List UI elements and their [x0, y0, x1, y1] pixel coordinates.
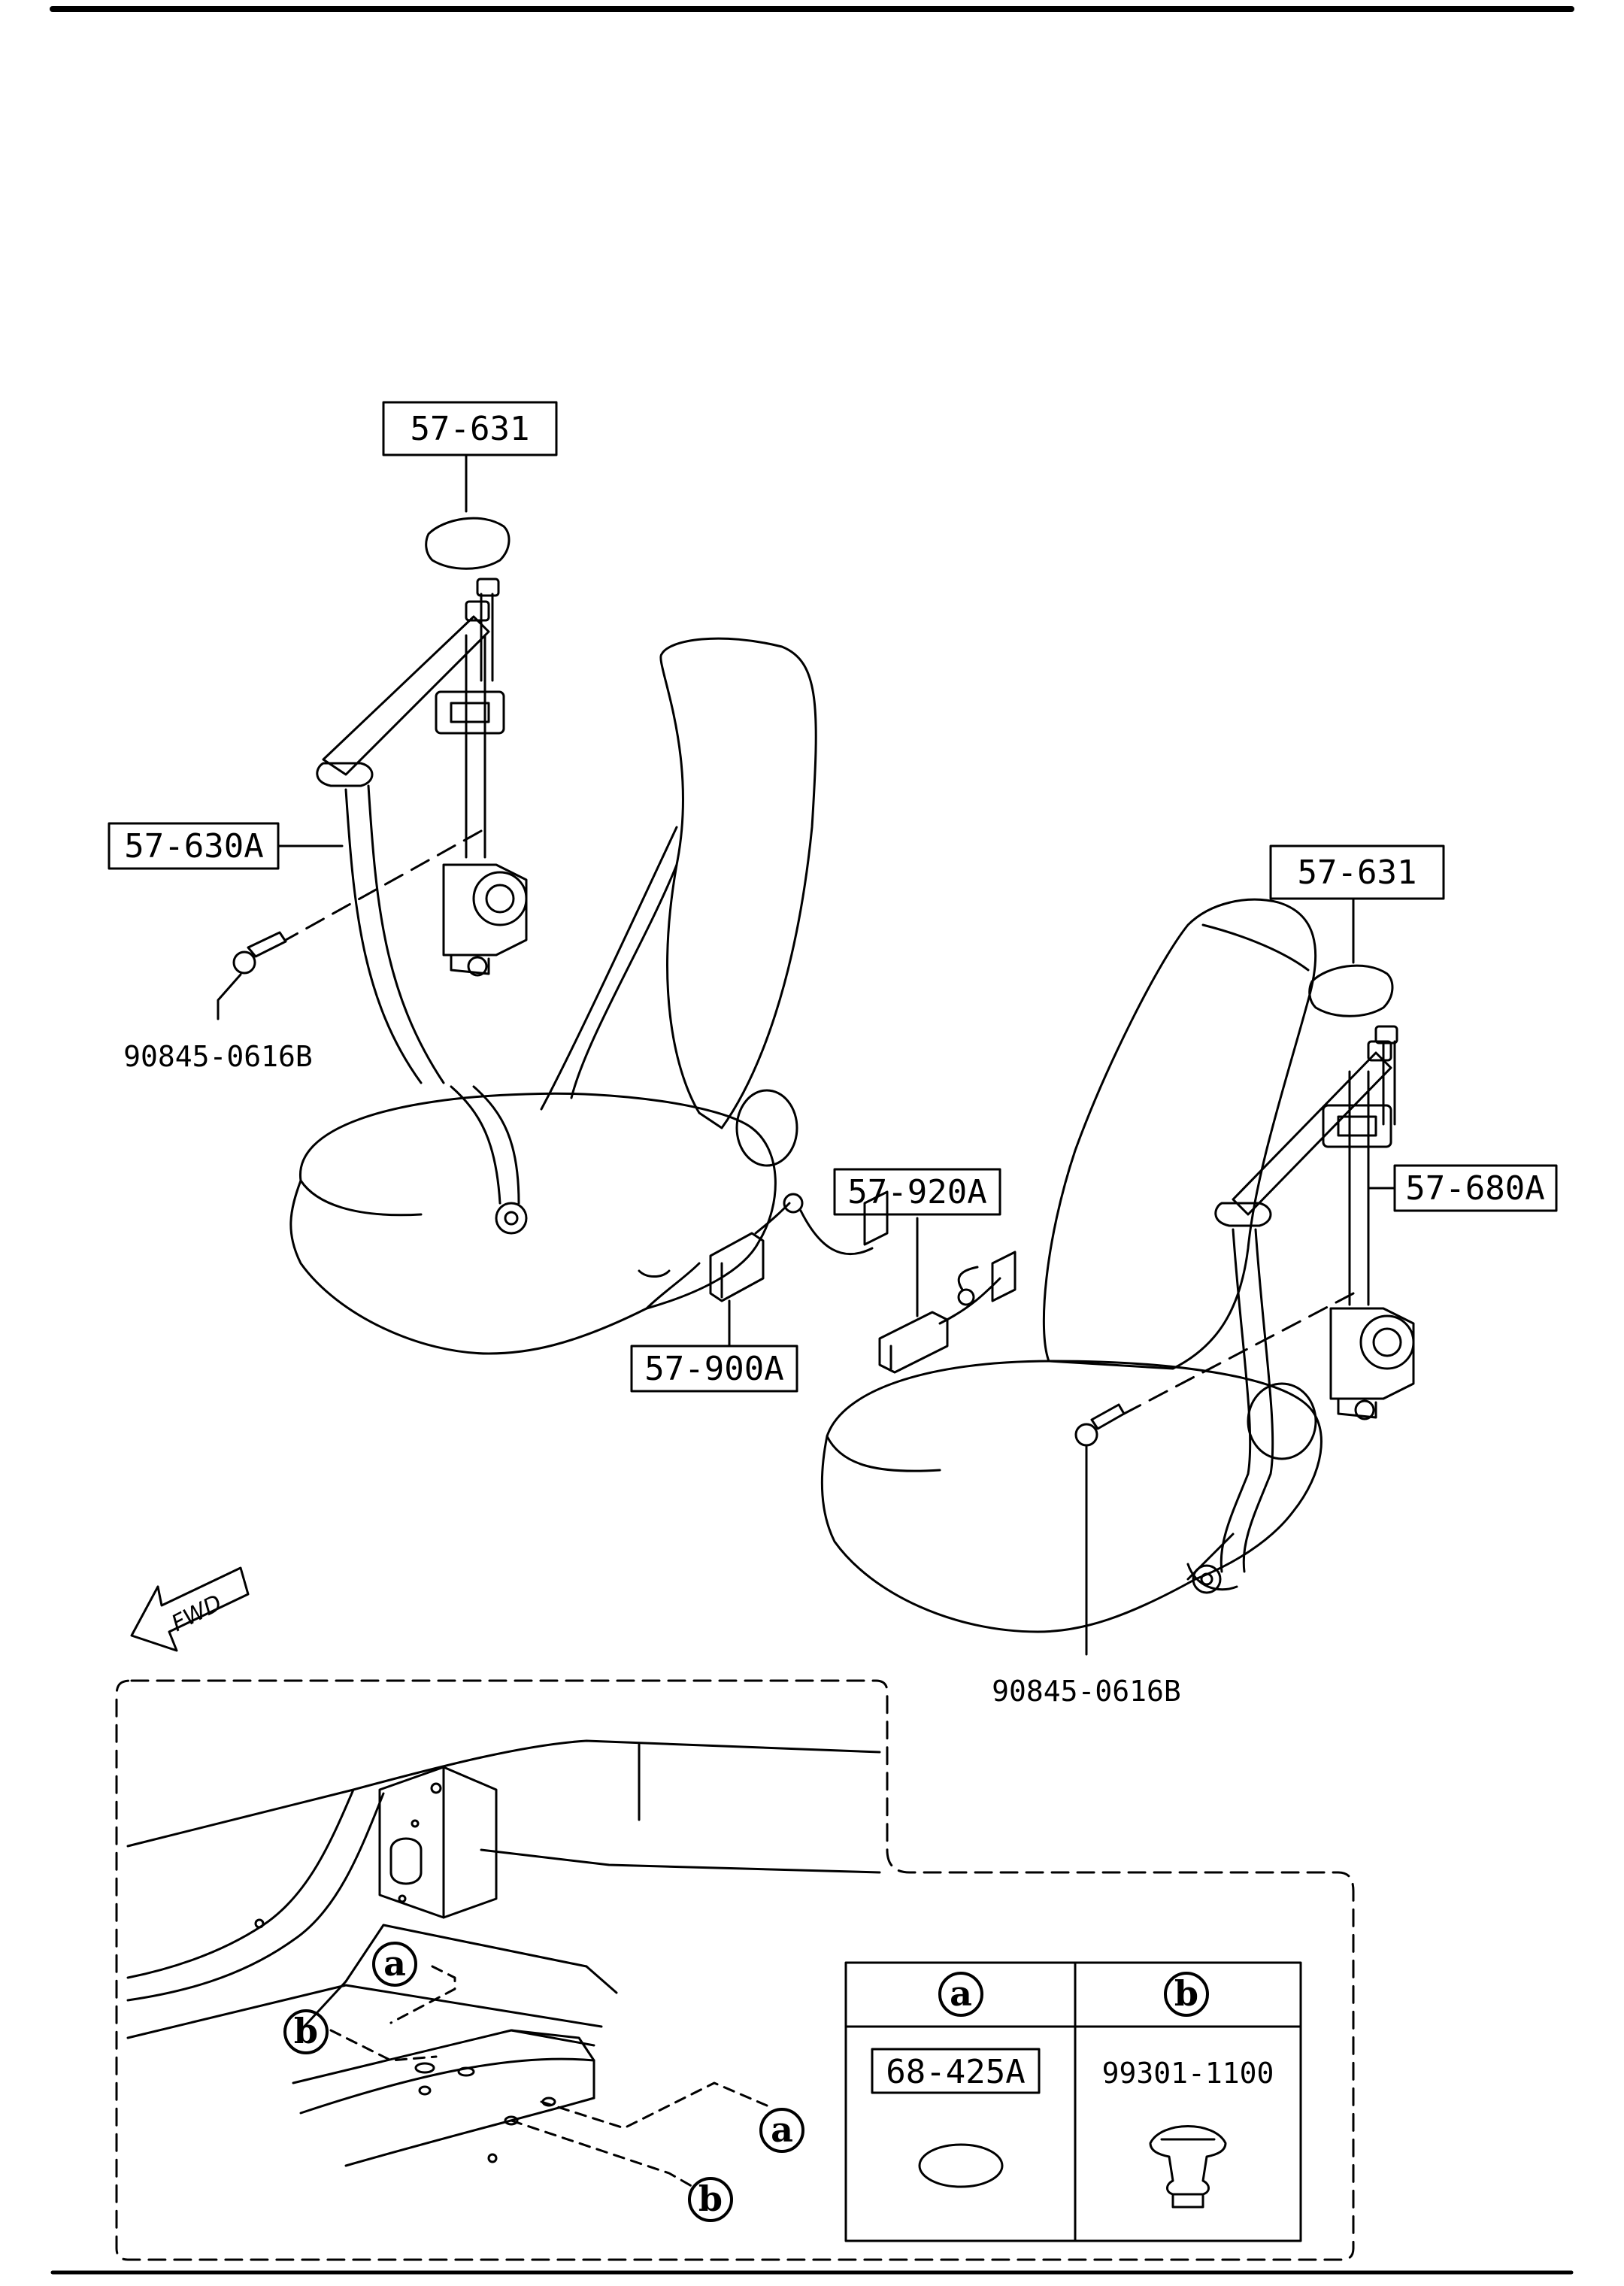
marker-a-1-text: a	[383, 1943, 406, 1984]
table-part-b: 99301-1100	[1102, 2057, 1274, 2090]
table-part-a: 68-425A	[886, 2053, 1025, 2091]
label-left-buckle: 57-900A	[644, 1350, 783, 1388]
right-buckle	[878, 1217, 1017, 1374]
floor-detail	[126, 1739, 881, 2190]
marker-b-1-text: b	[294, 2011, 318, 2051]
label-left-bolt: 90845-0616B	[123, 1040, 313, 1073]
marker-b-1	[283, 2009, 329, 2054]
left-seat-belt	[217, 578, 528, 1235]
label-left-cover: 57-631	[411, 410, 530, 448]
callout-box-right-buckle	[833, 1168, 1001, 1216]
left-seat	[289, 637, 817, 1355]
fwd-text: FWD	[168, 1590, 226, 1637]
marker-b-2-text: b	[698, 2178, 723, 2219]
left-cover	[425, 453, 511, 570]
label-left-belt: 57-630A	[124, 827, 263, 866]
label-right-belt: 57-680A	[1405, 1169, 1544, 1208]
right-seat-belt	[1074, 1025, 1415, 1656]
marker-a-1	[372, 1942, 417, 1987]
right-seat	[820, 898, 1323, 1633]
left-buckle	[709, 1190, 889, 1348]
table-header-b: b	[1174, 1973, 1198, 2014]
fwd-arrow	[130, 1566, 250, 1652]
fastener-table	[844, 1961, 1302, 2242]
marker-a-2	[759, 2108, 804, 2153]
marker-a-2-text: a	[771, 2109, 793, 2150]
callout-box-right-cover	[1269, 844, 1445, 900]
right-cover	[1308, 897, 1394, 1017]
label-right-bolt: 90845-0616B	[992, 1675, 1181, 1708]
table-header-a: a	[950, 1973, 972, 2014]
marker-b-2	[688, 2177, 733, 2222]
callout-box-left-buckle	[630, 1345, 798, 1393]
callout-box-left-cover	[382, 401, 558, 456]
label-right-buckle: 57-920A	[847, 1173, 986, 1211]
label-right-cover: 57-631	[1298, 853, 1417, 892]
detail-frame	[115, 1679, 1355, 2261]
